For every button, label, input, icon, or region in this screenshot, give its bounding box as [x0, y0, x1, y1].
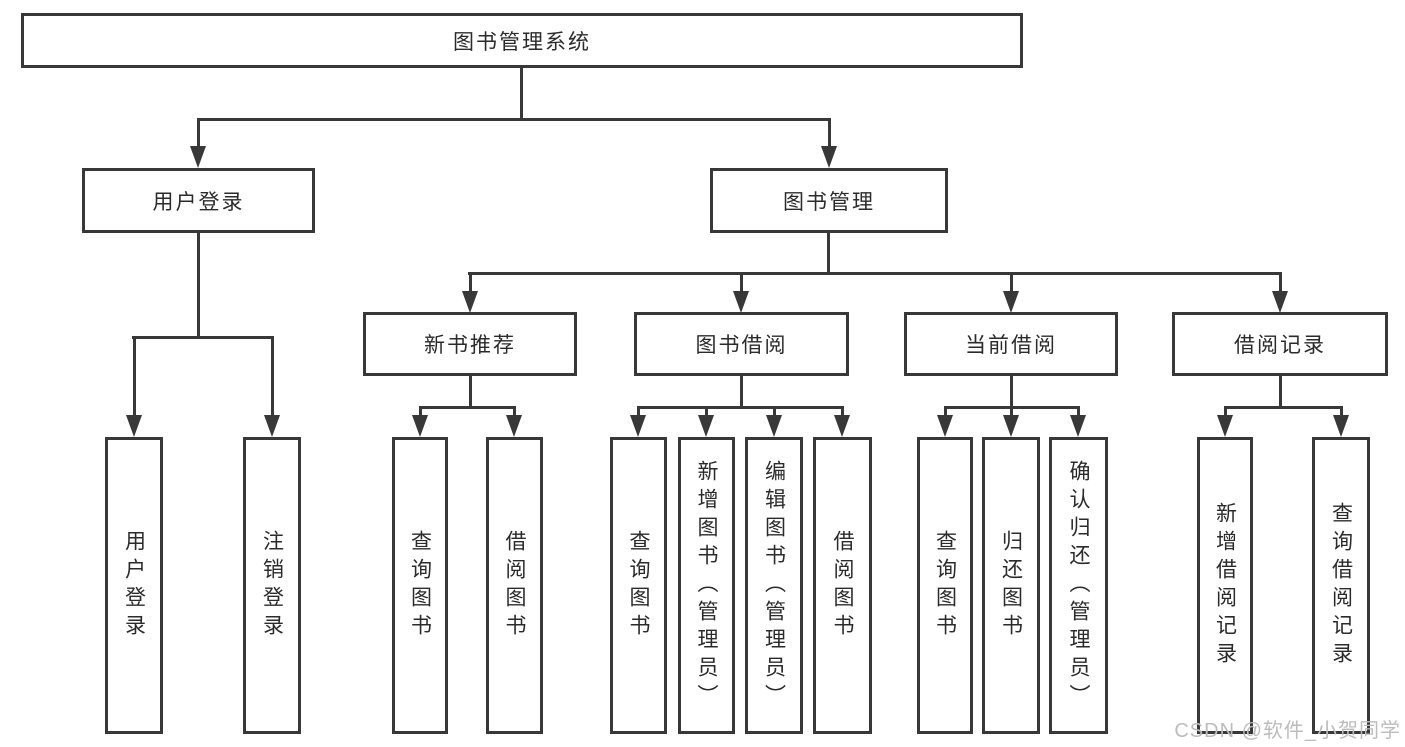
arrowhead-down	[834, 415, 850, 437]
leaf-label: 新增借阅记录	[1213, 501, 1237, 670]
node-label: 新书推荐	[424, 334, 516, 357]
arrowhead-down	[630, 415, 646, 437]
connector-book-mgmt-stem	[827, 233, 830, 275]
connector-drop	[271, 336, 274, 417]
arrowhead-down	[1003, 415, 1019, 437]
leaf-query-books-borrowing: 查询图书	[610, 437, 667, 734]
node-label: 图书管理系统	[453, 30, 591, 54]
arrowhead-down	[733, 291, 749, 313]
leaf-label: 查询图书	[627, 529, 650, 642]
connector-user-login-drop	[197, 118, 200, 148]
connector-group-stem	[1279, 376, 1282, 409]
csdn-watermark: CSDN @软件_小贺同学	[1174, 720, 1401, 742]
leaf-label: 注销登录	[260, 529, 284, 642]
leaf-query-books-recommend: 查询图书	[392, 437, 448, 734]
leaf-edit-books-admin: 编辑图书（管理员）	[745, 437, 803, 734]
arrowhead-down	[190, 146, 206, 168]
node-label: 借阅记录	[1234, 334, 1326, 357]
leaf-confirm-return-admin: 确认归还（管理员）	[1049, 437, 1108, 734]
leaf-label: 用户登录	[122, 529, 146, 642]
leaf-label: 新增图书（管理员）	[695, 459, 718, 712]
node-borrowing-records: 借阅记录	[1172, 312, 1388, 376]
arrowhead-down	[506, 415, 522, 437]
leaf-return-books: 归还图书	[982, 437, 1040, 734]
arrowhead-down	[1003, 291, 1019, 313]
arrowhead-down	[126, 415, 142, 437]
connector-group-stem	[1010, 376, 1013, 409]
leaf-add-books-admin: 新增图书（管理员）	[678, 437, 735, 734]
arrowhead-down	[412, 415, 428, 437]
connector-group-stem	[740, 376, 743, 409]
leaf-label: 编辑图书（管理员）	[762, 459, 786, 712]
connector-drop	[469, 272, 472, 293]
arrowhead-down	[821, 146, 837, 168]
leaf-label: 借阅图书	[831, 529, 854, 642]
node-current-borrowing: 当前借阅	[904, 312, 1118, 376]
arrowhead-down	[264, 415, 280, 437]
connector-level2-rail	[468, 272, 1282, 275]
connector-group-rail	[1224, 406, 1343, 409]
node-label: 用户登录	[152, 190, 245, 214]
connector-drop	[1077, 406, 1080, 418]
connector-drop	[773, 406, 776, 418]
leaf-label: 查询图书	[933, 529, 957, 642]
connector-user-login-rail	[132, 336, 274, 339]
leaf-label: 归还图书	[999, 529, 1023, 642]
connector-drop	[705, 406, 708, 418]
leaf-user-login: 用户登录	[105, 437, 163, 734]
arrowhead-down	[1333, 415, 1349, 437]
connector-drop	[637, 406, 640, 418]
leaf-query-borrow-record: 查询借阅记录	[1312, 437, 1370, 734]
leaf-logout: 注销登录	[243, 437, 301, 734]
connector-drop	[419, 406, 422, 418]
connector-book-mgmt-drop	[828, 118, 831, 148]
connector-drop	[1010, 272, 1013, 293]
connector-group-rail	[637, 406, 844, 409]
connector-group-rail	[419, 406, 516, 409]
leaf-label: 查询借阅记录	[1329, 501, 1353, 670]
arrowhead-down	[1217, 415, 1233, 437]
leaf-label: 确认归还（管理员）	[1067, 459, 1090, 712]
connector-user-login-stem	[197, 233, 200, 339]
arrowhead-down	[698, 415, 714, 437]
node-new-book-recommendation: 新书推荐	[363, 312, 577, 376]
connector-root-stem	[520, 66, 523, 120]
leaf-label: 查询图书	[408, 529, 432, 642]
node-book-borrowing: 图书借阅	[634, 312, 849, 376]
arrowhead-down	[462, 291, 478, 313]
node-book-management-branch: 图书管理	[710, 168, 948, 233]
leaf-borrow-books: 借阅图书	[813, 437, 872, 734]
leaf-add-borrow-record: 新增借阅记录	[1197, 437, 1253, 734]
connector-drop	[841, 406, 844, 418]
leaf-borrow-books-recommend: 借阅图书	[486, 437, 543, 734]
node-label: 图书管理	[783, 190, 875, 214]
node-user-login-branch: 用户登录	[82, 168, 315, 233]
arrowhead-down	[1272, 291, 1288, 313]
leaf-query-books-current: 查询图书	[917, 437, 973, 734]
connector-drop	[133, 336, 136, 417]
connector-level1-rail	[197, 118, 831, 121]
connector-drop	[1224, 406, 1227, 418]
connector-group-stem	[469, 376, 472, 409]
arrowhead-down	[937, 415, 953, 437]
connector-drop	[740, 272, 743, 293]
node-library-management-system: 图书管理系统	[21, 13, 1023, 68]
connector-drop	[1010, 406, 1013, 418]
connector-drop	[944, 406, 947, 418]
connector-drop	[1279, 272, 1282, 293]
arrowhead-down	[1070, 415, 1086, 437]
arrowhead-down	[766, 415, 782, 437]
leaf-label: 借阅图书	[503, 529, 526, 642]
node-label: 当前借阅	[965, 334, 1057, 357]
connector-drop	[1340, 406, 1343, 418]
node-label: 图书借阅	[695, 334, 788, 357]
connector-drop	[513, 406, 516, 418]
